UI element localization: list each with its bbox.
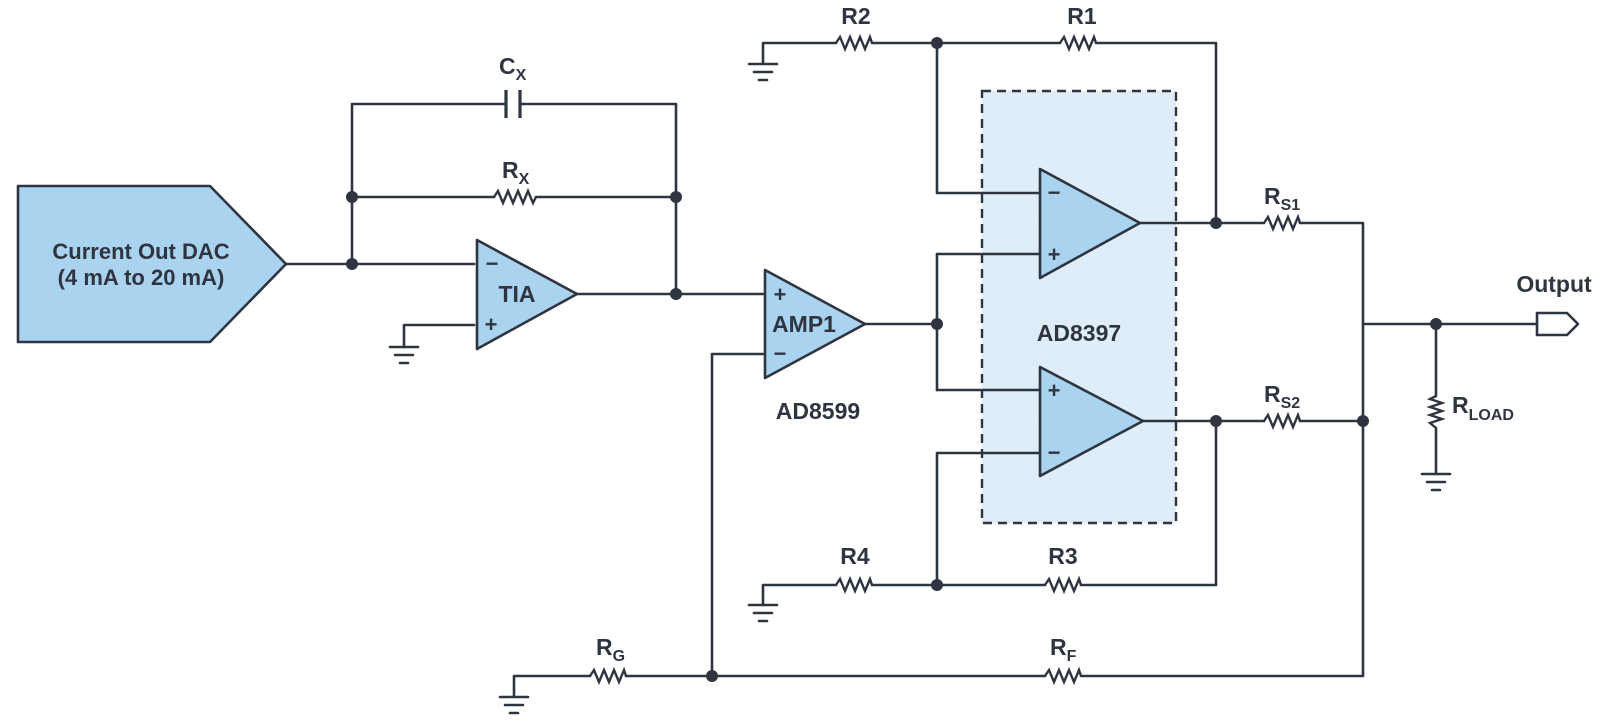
ad8397-bottom-opamp: + − (1038, 365, 1145, 478)
bottom-opamp-plus-pin: + (1048, 378, 1061, 403)
top-opamp-minus-pin: − (1048, 180, 1061, 205)
label-rg: RG (596, 634, 625, 665)
amp1-plus-pin: + (774, 282, 787, 307)
junction-dots (346, 37, 1442, 682)
resistor-rs2 (1263, 411, 1302, 431)
ground-rload (1420, 472, 1452, 492)
tia-label: TIA (498, 281, 535, 307)
label-rx: RX (502, 157, 530, 188)
dac-label-line2: (4 mA to 20 mA) (58, 265, 225, 290)
component-labels: CX RX R2 R1 RS1 RS2 RLOAD R4 R3 RG RF AD… (499, 3, 1592, 665)
ad8397-top-opamp: − + (1038, 167, 1142, 280)
resistor-r2 (835, 33, 874, 53)
ground-tia (388, 345, 420, 365)
tia-plus-pin: + (485, 312, 498, 337)
tia-minus-pin: − (486, 251, 499, 276)
label-r2: R2 (841, 3, 870, 29)
resistors (493, 33, 1446, 686)
label-rs1: RS1 (1264, 183, 1300, 214)
amp1-minus-pin: − (774, 341, 787, 366)
amp1-label: AMP1 (772, 311, 836, 337)
ground-r4 (747, 603, 779, 623)
resistor-rload (1426, 394, 1446, 429)
resistor-rf (1044, 666, 1083, 686)
label-r1: R1 (1067, 3, 1097, 29)
current-out-dac-block: Current Out DAC (4 mA to 20 mA) (16, 184, 288, 344)
label-cx: CX (499, 53, 527, 84)
tia-opamp: − + TIA (475, 238, 579, 351)
top-opamp-plus-pin: + (1048, 242, 1061, 267)
label-output: Output (1516, 271, 1592, 297)
resistor-r4 (835, 575, 874, 595)
ground-rg (498, 695, 530, 715)
label-rf: RF (1050, 634, 1077, 665)
amp1-opamp: + − AMP1 (763, 268, 867, 380)
capacitor-cx (504, 90, 522, 118)
output-connector-icon (1535, 311, 1580, 337)
ground-symbols (388, 62, 1452, 715)
ad8397-package-box (980, 89, 1178, 525)
resistor-r3 (1044, 575, 1083, 595)
label-ad8599: AD8599 (776, 398, 860, 424)
bottom-opamp-minus-pin: − (1048, 440, 1061, 465)
label-ad8397: AD8397 (1037, 320, 1121, 346)
dac-label-line1: Current Out DAC (52, 239, 229, 264)
resistor-rg (589, 666, 628, 686)
label-rload: RLOAD (1452, 392, 1514, 424)
resistor-r1 (1059, 33, 1098, 53)
wires (284, 41, 1539, 699)
ground-r2 (747, 62, 779, 82)
label-rs2: RS2 (1264, 381, 1300, 412)
label-r4: R4 (840, 543, 870, 569)
resistor-rx (493, 187, 538, 207)
resistor-rs1 (1263, 213, 1302, 233)
label-r3: R3 (1048, 543, 1077, 569)
